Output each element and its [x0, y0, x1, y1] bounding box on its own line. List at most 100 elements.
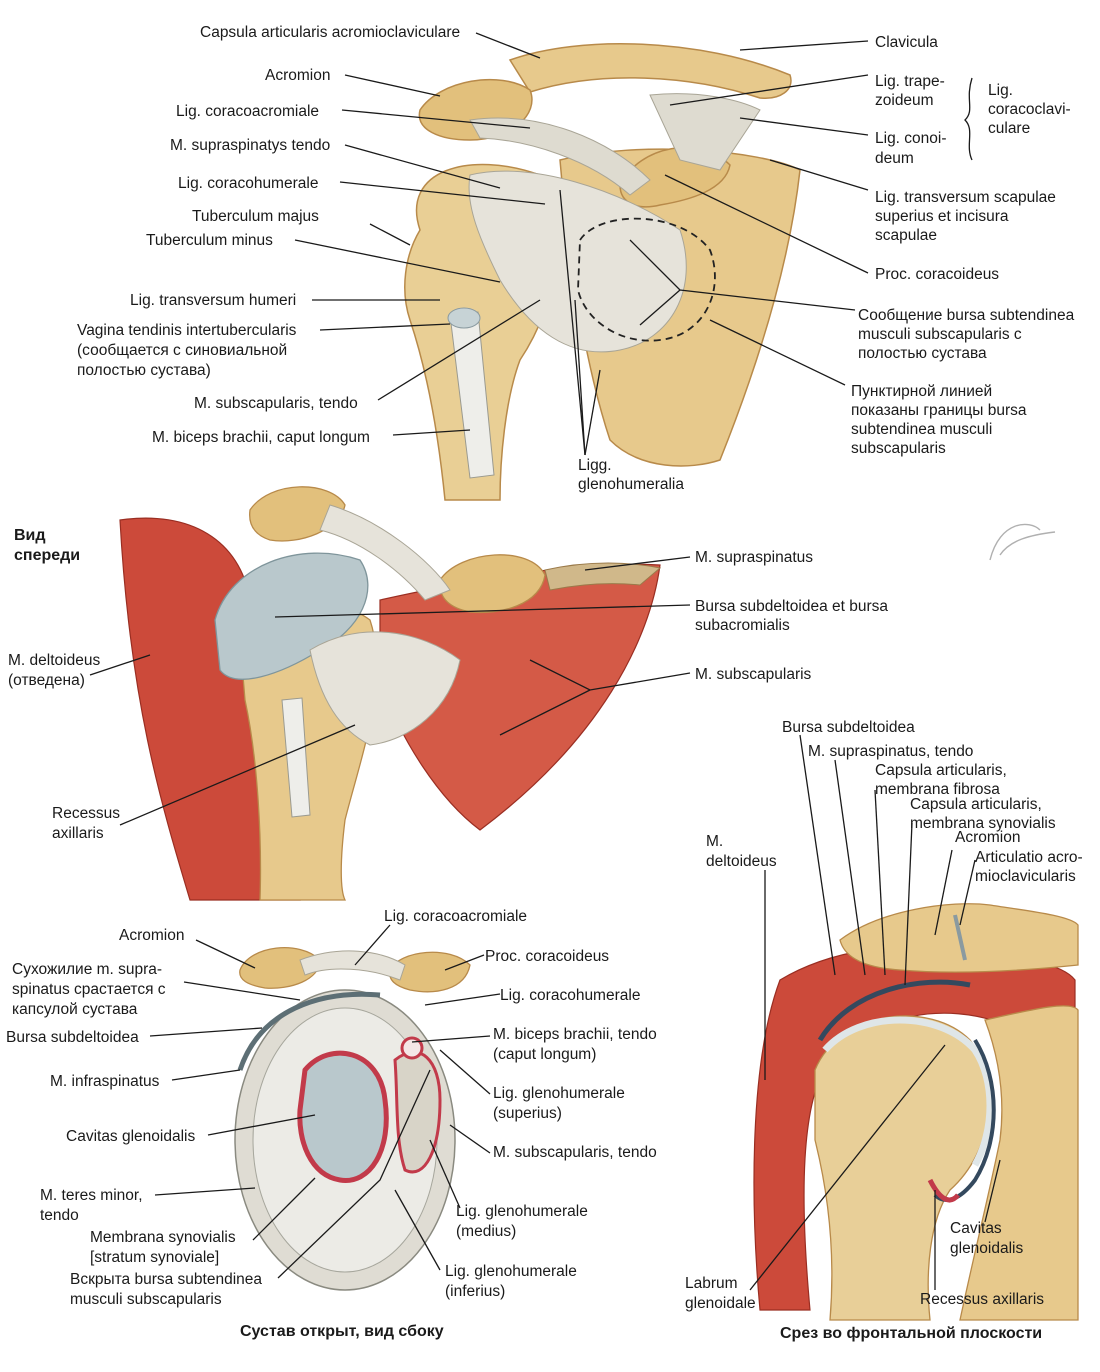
frontal-scapula-shape: [959, 1005, 1079, 1321]
label-lat-biceps-2: (caput longum): [493, 1046, 596, 1063]
lateral-leaders: [149, 924, 501, 1279]
label-lat-supra-2: spinatus срастается с: [12, 981, 166, 998]
vagina-tendinis-shape: [447, 307, 481, 329]
top-illustration: [404, 43, 801, 501]
label-bursa-1: Bursa subdeltoidea et bursa: [695, 598, 888, 615]
label-vagina-1: Vagina tendinis intertubercularis: [77, 322, 297, 339]
label-lat-gh-med-2: (medius): [456, 1223, 516, 1240]
ligaments-middle-shape: [319, 504, 451, 601]
bursa-dashed-outline: [577, 217, 716, 342]
label-fr-recessus: Recessus axillaris: [920, 1291, 1044, 1308]
label-bursa-comm-2: musculi subscapularis с: [858, 326, 1022, 343]
frontal-labels: Bursa subdeltoidea M. supraspinatus, ten…: [685, 719, 1083, 1342]
lateral-illustration: [234, 947, 471, 1291]
label-lig-transversum-humeri: Lig. transversum humeri: [130, 292, 296, 309]
label-biceps-caput-longum: M. biceps brachii, caput longum: [152, 429, 370, 446]
caption-frontal: Срез во фронтальной плоскости: [780, 1325, 1042, 1342]
label-view-1: Вид: [14, 527, 46, 544]
caption-lateral: Сустав открыт, вид сбоку: [240, 1323, 444, 1340]
label-transv-scap-2: superius et incisura: [875, 208, 1009, 225]
label-lat-teres-2: tendo: [40, 1207, 79, 1224]
label-lat-supra-1: Сухожилие m. supra-: [12, 961, 162, 978]
label-fr-ac-joint-2: mioclavicularis: [975, 868, 1076, 885]
label-subscapularis: M. subscapularis: [695, 666, 812, 683]
lateral-labels: Acromion Lig. coracoacromiale Proc. cora…: [6, 908, 657, 1340]
label-clavicula: Clavicula: [875, 34, 938, 51]
label-lat-gh-inf-2: (inferius): [445, 1283, 505, 1300]
label-lat-membrana-2: [stratum synoviale]: [90, 1249, 219, 1266]
middle-illustration: [119, 486, 662, 901]
coracoclavicular-ligament: [649, 93, 761, 171]
coracoacromial-lateral: [299, 950, 406, 981]
label-fr-deltoideus-2: deltoideus: [706, 853, 777, 870]
glenoid-lateral-shape: [297, 1050, 389, 1183]
middle-labels: Вид спереди M. deltoideus (отведена) Rec…: [8, 527, 888, 842]
label-trapezoideum-1: Lig. trape-: [875, 73, 945, 90]
label-lat-lig-coracoacromiale: Lig. coracoacromiale: [384, 908, 527, 925]
label-cc-1: Lig.: [988, 82, 1013, 99]
middle-leaders: [89, 556, 691, 826]
label-capsula-ac: Capsula articularis acromioclaviculare: [200, 24, 460, 41]
label-deltoideus-1: M. deltoideus: [8, 652, 100, 669]
label-ligg-gh-2: glenohumeralia: [578, 476, 684, 493]
label-dashed-1: Пунктирной линией: [851, 383, 992, 400]
label-fr-cavitas-1: Cavitas: [950, 1220, 1002, 1237]
label-lat-membrana-1: Membrana synovialis: [90, 1229, 236, 1246]
label-lat-teres-1: M. teres minor,: [40, 1187, 143, 1204]
label-vagina-2: (сообщается с синовиальной: [77, 342, 287, 359]
artist-signature: [989, 523, 1056, 561]
label-fr-cap-synovialis-1: Capsula articularis,: [910, 796, 1042, 813]
label-supraspinatus: M. supraspinatus: [695, 549, 813, 566]
label-trapezoideum-2: zoideum: [875, 92, 934, 109]
label-fr-cap-fibrosa-2: membrana fibrosa: [875, 781, 1000, 798]
label-fr-bursa-subdeltoidea: Bursa subdeltoidea: [782, 719, 915, 736]
label-fr-acromion: Acromion: [955, 829, 1020, 846]
label-tuberculum-minus: Tuberculum minus: [146, 232, 273, 249]
label-lat-gh-sup-1: Lig. glenohumerale: [493, 1085, 625, 1102]
frontal-leaders: [749, 734, 1001, 1291]
label-dashed-2: показаны границы bursa: [851, 402, 1027, 419]
label-fr-cap-synovialis-2: membrana synovialis: [910, 815, 1056, 832]
label-bursa-comm-3: полостью сустава: [858, 345, 987, 362]
coracoacromial-ligament: [469, 117, 651, 196]
bursa-lateral-arc: [237, 991, 381, 1071]
label-lat-acromion: Acromion: [119, 927, 184, 944]
label-tuberculum-majus: Tuberculum majus: [192, 208, 319, 225]
label-fr-labrum-1: Labrum: [685, 1275, 738, 1292]
label-supraspinatus-tendo: M. supraspinatys tendo: [170, 137, 330, 154]
label-view-2: спереди: [14, 547, 80, 564]
label-fr-supraspinatus-tendo: M. supraspinatus, tendo: [808, 743, 973, 760]
label-recessus-1: Recessus: [52, 805, 120, 822]
label-lat-biceps-1: M. biceps brachii, tendo: [493, 1026, 657, 1043]
biceps-tendon-circle: [400, 1036, 424, 1060]
label-fr-labrum-2: glenoidale: [685, 1295, 756, 1312]
frontal-illustration: [753, 903, 1079, 1321]
label-ligg-gh-1: Ligg.: [578, 457, 612, 474]
label-fr-ac-joint-1: Articulatio acro-: [975, 849, 1083, 866]
label-recessus-2: axillaris: [52, 825, 104, 842]
frontal-bursa-arc: [817, 979, 971, 1042]
label-deltoideus-2: (отведена): [8, 672, 85, 689]
coracoid-middle-shape: [439, 554, 546, 614]
frontal-ac-joint: [953, 914, 967, 961]
label-lat-opened-1: Вскрыта bursa subtendinea: [70, 1271, 262, 1288]
label-lat-supra-3: капсулой сустава: [12, 1001, 138, 1018]
label-bursa-comm-1: Сообщение bursa subtendinea: [858, 307, 1075, 324]
label-conoideum-1: Lig. conoi-: [875, 130, 947, 147]
top-leaders: [294, 32, 973, 456]
label-lig-coracohumerale: Lig. coracohumerale: [178, 175, 318, 192]
label-lat-infraspinatus: M. infraspinatus: [50, 1073, 160, 1090]
label-lat-gh-inf-1: Lig. glenohumerale: [445, 1263, 577, 1280]
gh-ligaments-lateral: [393, 1050, 442, 1174]
clavicle-shape: [508, 43, 792, 99]
frontal-labrum: [927, 1178, 960, 1203]
coracoid-lateral-shape: [389, 951, 471, 993]
biceps-middle-shape: [281, 697, 311, 818]
capsule-middle-shape: [309, 631, 461, 746]
label-lat-gh-med-1: Lig. glenohumerale: [456, 1203, 588, 1220]
label-lat-proc-coracoideus: Proc. coracoideus: [485, 948, 609, 965]
label-fr-cap-fibrosa-1: Capsula articularis,: [875, 762, 1007, 779]
capsule-shape: [468, 170, 687, 353]
